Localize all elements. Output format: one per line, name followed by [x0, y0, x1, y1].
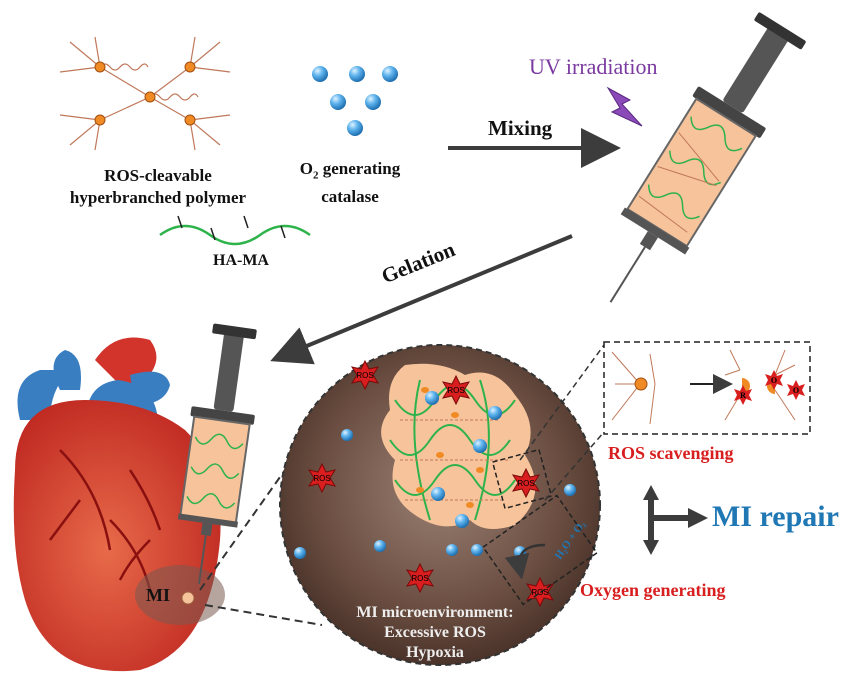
- ros-cleavable-node-icon: [94, 61, 196, 126]
- micro-line3: Hypoxia: [406, 644, 464, 661]
- connector-line: [204, 604, 323, 626]
- ha-ma-chain-icon: [159, 215, 311, 246]
- inset-o-label: O: [793, 386, 799, 395]
- mi-repair-label: MI repair: [712, 500, 839, 533]
- mi-repair-arrow: [643, 485, 708, 555]
- connector-line: [199, 469, 286, 591]
- ros-scavenging-inset: [603, 341, 811, 435]
- microenvironment-label: MI microenvironment: Excessive ROS Hypox…: [335, 603, 535, 663]
- polymer-label: ROS-cleavable hyperbranched polymer: [48, 165, 268, 209]
- ros-mark-label: ROS: [447, 386, 464, 395]
- inset-o-label: O: [771, 376, 777, 385]
- catalase-rest: generating: [318, 159, 401, 178]
- lightning-icon: [606, 86, 643, 127]
- ros-mark-label: ROS: [313, 474, 330, 483]
- catalase-label-line1: O2 generating: [280, 158, 420, 186]
- micro-line1: MI microenvironment:: [356, 604, 514, 621]
- connector-line: [544, 431, 605, 501]
- catalase-o: O: [299, 159, 314, 178]
- oxygen-generating-label: Oxygen generating: [580, 580, 726, 600]
- ros-scavenging-label: ROS scavenging: [608, 443, 734, 463]
- hyperbranched-polymer-icon: [59, 36, 231, 151]
- catalase-label: O2 generating catalase: [280, 158, 420, 208]
- connector-line: [519, 344, 605, 461]
- ros-mark-label: ROS: [411, 574, 428, 583]
- polymer-label-line2: hyperbranched polymer: [69, 188, 247, 207]
- syringe-icon: [177, 323, 257, 585]
- mixing-label: Mixing: [488, 116, 553, 140]
- reaction-arrow: [504, 543, 546, 580]
- ros-mark-label: ROS: [531, 588, 548, 597]
- hama-label: HA-MA: [213, 252, 269, 269]
- mi-microenvironment-circle: [279, 344, 601, 666]
- polymer-label-line1: ROS-cleavable: [104, 166, 212, 185]
- gelation-arrow: [270, 234, 573, 365]
- catalase-sub: 2: [313, 169, 319, 182]
- zoom-box-oxygen: [482, 494, 598, 606]
- micro-line2: Excessive ROS: [384, 624, 486, 641]
- oxygen-bubble-icon: [294, 391, 576, 559]
- catalase-bubble-icon: [312, 66, 398, 136]
- mi-label: MI: [146, 585, 170, 605]
- ros-mark-label: ROS: [517, 479, 534, 488]
- ros-mark-label: ROS: [356, 371, 373, 380]
- catalase-label-line2: catalase: [321, 187, 379, 207]
- inset-r-label: R: [740, 391, 746, 400]
- heart-illustration: [13, 337, 225, 672]
- uv-irradiation-label: UV irradiation: [529, 54, 658, 79]
- syringe-icon: [609, 12, 806, 303]
